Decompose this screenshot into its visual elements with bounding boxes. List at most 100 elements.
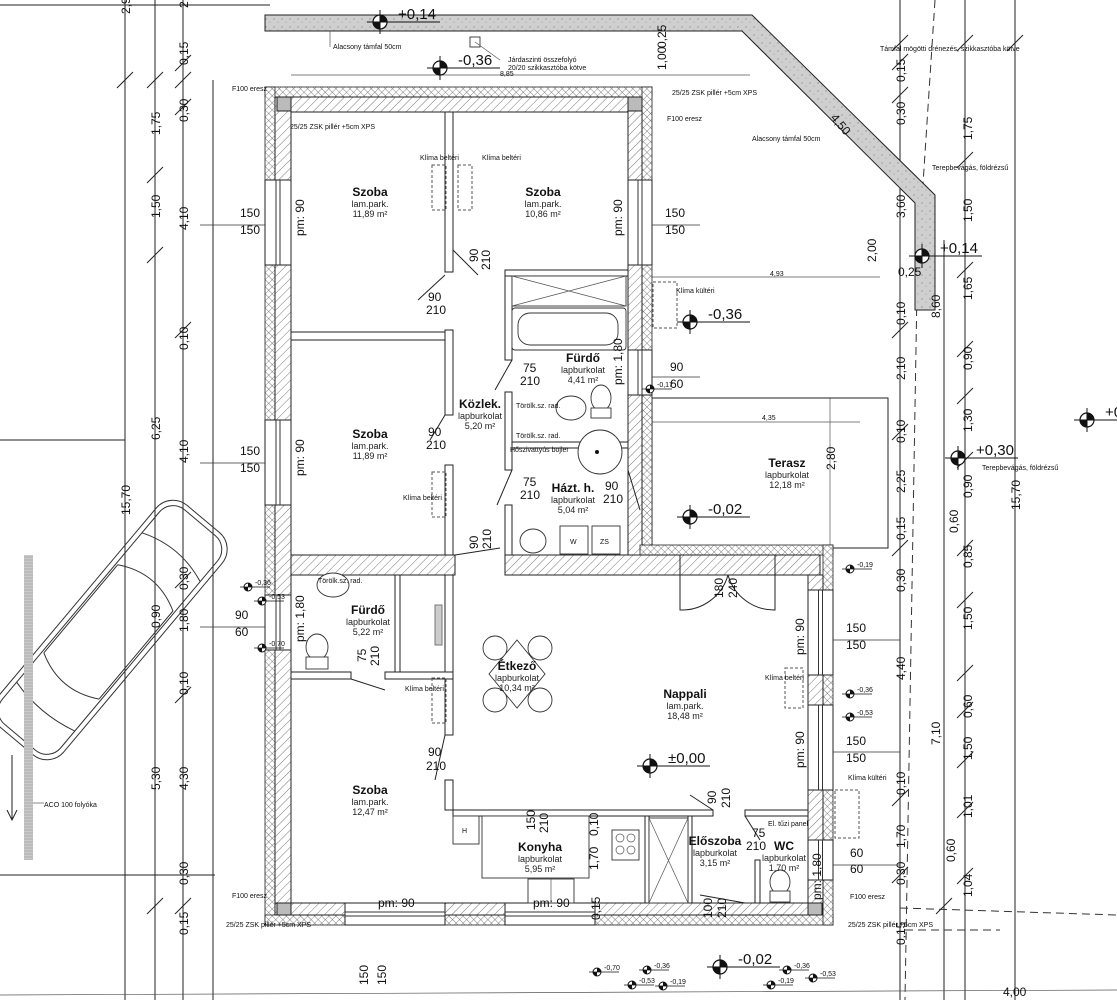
dimension-label: 0,30: [177, 98, 191, 122]
window: [264, 179, 292, 266]
opening-label: pm: 90: [533, 896, 570, 910]
opening-label: pm: 90: [378, 896, 415, 910]
dimension-tick: [891, 866, 909, 884]
dimension-label: 1,70: [894, 824, 908, 848]
opening-label: 210: [426, 759, 446, 773]
opening-label: 0,10: [587, 812, 601, 836]
dimension-label: 5,30: [149, 766, 163, 790]
opening-label: 150: [375, 965, 389, 985]
washbasin: [316, 572, 350, 598]
elevation-marker: +0: [1074, 404, 1117, 432]
window: [807, 704, 834, 791]
dimension-label: 1,30: [961, 408, 975, 432]
opening-label: 150: [240, 223, 260, 237]
opening-label: 210: [603, 492, 623, 506]
window: [264, 594, 292, 651]
annotation: 8,85: [500, 71, 514, 78]
opening-label: 150: [665, 206, 685, 220]
dimension-label: 0,60: [961, 694, 975, 718]
dimension-label: 0,15: [177, 911, 191, 935]
elevation-marker: -0,02: [677, 501, 750, 529]
elevation-label: ±0,00: [668, 750, 705, 767]
dimension-label: 0,15: [894, 516, 908, 540]
elevation-label: +0,14: [940, 240, 978, 257]
opening-label: 90: [605, 479, 619, 493]
dimension-label: 1,00: [655, 46, 669, 70]
fixture-label: Klíma beltéri: [482, 155, 521, 162]
dimension-tick: [891, 789, 909, 807]
dimension-label: 1,80: [177, 608, 191, 632]
dimension-label: 4,30: [177, 766, 191, 790]
fixture-label: Klíma beltéri: [405, 686, 444, 693]
spot-level-label: -0,17: [657, 382, 673, 389]
opening-label: 210: [426, 303, 446, 317]
dimension-tick: [174, 98, 192, 116]
spot-level-marker: -0,36: [779, 963, 810, 975]
opening-label: 210: [368, 646, 382, 666]
room-area: 12,18 m²: [769, 480, 805, 490]
dimension-label: 0,25: [655, 24, 669, 48]
toilet: [305, 633, 329, 661]
annotation: Járdaszinti összefolyó: [508, 57, 577, 64]
dining-table: [482, 635, 553, 713]
annotation: 20/20 szikkasztóba kötve: [508, 65, 586, 72]
dimension-label: 15,70: [119, 485, 133, 515]
opening-label: pm: 90: [793, 618, 807, 655]
room-floor: lapburkolat: [693, 848, 738, 858]
toilet: [769, 869, 791, 895]
room-area: 5,22 m²: [353, 627, 384, 637]
annotation: 25/25 ZSK pillér +5cm XPS: [848, 922, 933, 929]
dimension-tick: [956, 867, 974, 885]
dimension-label: 0,90: [961, 474, 975, 498]
spot-level-label: -0,53: [820, 971, 836, 978]
annotation: ACO 100 folyóka: [44, 802, 97, 809]
dimension-tick: [956, 539, 974, 557]
opening-label: 60: [850, 862, 864, 876]
fixtures: [305, 275, 791, 904]
room-floor: lapburkolat: [762, 853, 807, 863]
annotation: Támfal mögötti drénezés, szikkasztóba kö…: [880, 46, 1020, 53]
room-name: Konyha: [518, 840, 562, 854]
dimension-label: 1,01: [961, 794, 975, 818]
opening-label: 90: [467, 248, 481, 262]
dimension-tick: [956, 664, 974, 682]
opening-label: 100: [701, 898, 715, 918]
elevation-label: -0,36: [708, 306, 742, 323]
dimension-tick: [956, 261, 974, 279]
opening-label: 60: [235, 625, 249, 639]
room-floor: lam.park.: [524, 199, 561, 209]
dimension-label: 1,04: [961, 873, 975, 897]
elevation-marker: -0,36: [427, 52, 500, 80]
stove: [611, 829, 640, 861]
retaining-wall: [264, 14, 936, 311]
elevation-label: +0: [1105, 404, 1117, 421]
dimension-label: 1,75: [961, 116, 975, 140]
spot-level-label: -0,36: [654, 963, 670, 970]
washbasin: [519, 528, 547, 554]
dimension-tick: [891, 34, 909, 52]
dimension-label: 0,30: [894, 101, 908, 125]
annotation: F100 eresz: [850, 894, 886, 901]
interior-walls: [290, 111, 821, 904]
dimension-tick: [174, 71, 192, 89]
spot-level-marker: -0,53: [805, 971, 836, 983]
aco-drain: [24, 555, 33, 860]
dimension-tick: [891, 86, 909, 104]
opening-label: 210: [520, 488, 540, 502]
dimension-label: 6,25: [149, 416, 163, 440]
radiator: [434, 604, 443, 646]
room-name: Szoba: [352, 783, 388, 797]
spot-level-label: -0,53: [639, 978, 655, 985]
dimension-label: 2,80: [824, 446, 838, 470]
room-floor: lapburkolat: [346, 617, 391, 627]
room-name: Étkező: [498, 658, 537, 673]
room-name: Szoba: [352, 185, 388, 199]
dimension-label: 2,95: [119, 0, 133, 14]
room-area: 5,95 m²: [525, 864, 556, 874]
room-floor: lapburkolat: [561, 365, 606, 375]
room-floor: lam.park.: [351, 199, 388, 209]
dimension-tick: [956, 701, 974, 719]
dimension-tick: [146, 71, 164, 89]
